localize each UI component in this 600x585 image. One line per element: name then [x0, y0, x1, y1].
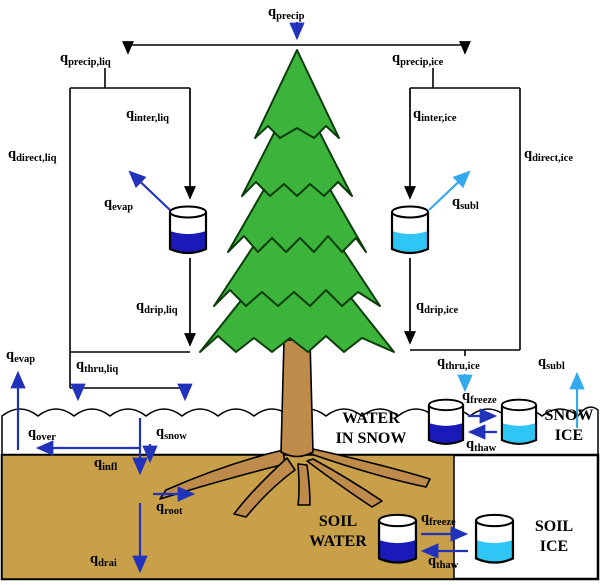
- tree-foliage: [254, 49, 340, 139]
- bucket-snow-water: [427, 398, 465, 445]
- tree-trunk: [280, 339, 314, 458]
- tree-root: [306, 458, 383, 508]
- tree-illustration: [159, 49, 431, 518]
- bucket-canopy-water: [168, 205, 208, 255]
- tree-foliage: [213, 179, 381, 307]
- arrow-q-evap-canopy: [128, 170, 171, 211]
- bucket-soil-water: [377, 513, 418, 564]
- tree-root: [297, 463, 311, 506]
- tree-root: [233, 457, 296, 518]
- tree-root: [310, 448, 431, 488]
- tree-foliage: [241, 87, 353, 197]
- bracket-lines: [69, 44, 521, 389]
- arrow-q-subl-canopy: [428, 170, 471, 211]
- bucket-canopy-ice: [390, 205, 430, 255]
- bucket-soil-ice: [474, 513, 515, 564]
- bucket-snow-ice: [500, 398, 538, 445]
